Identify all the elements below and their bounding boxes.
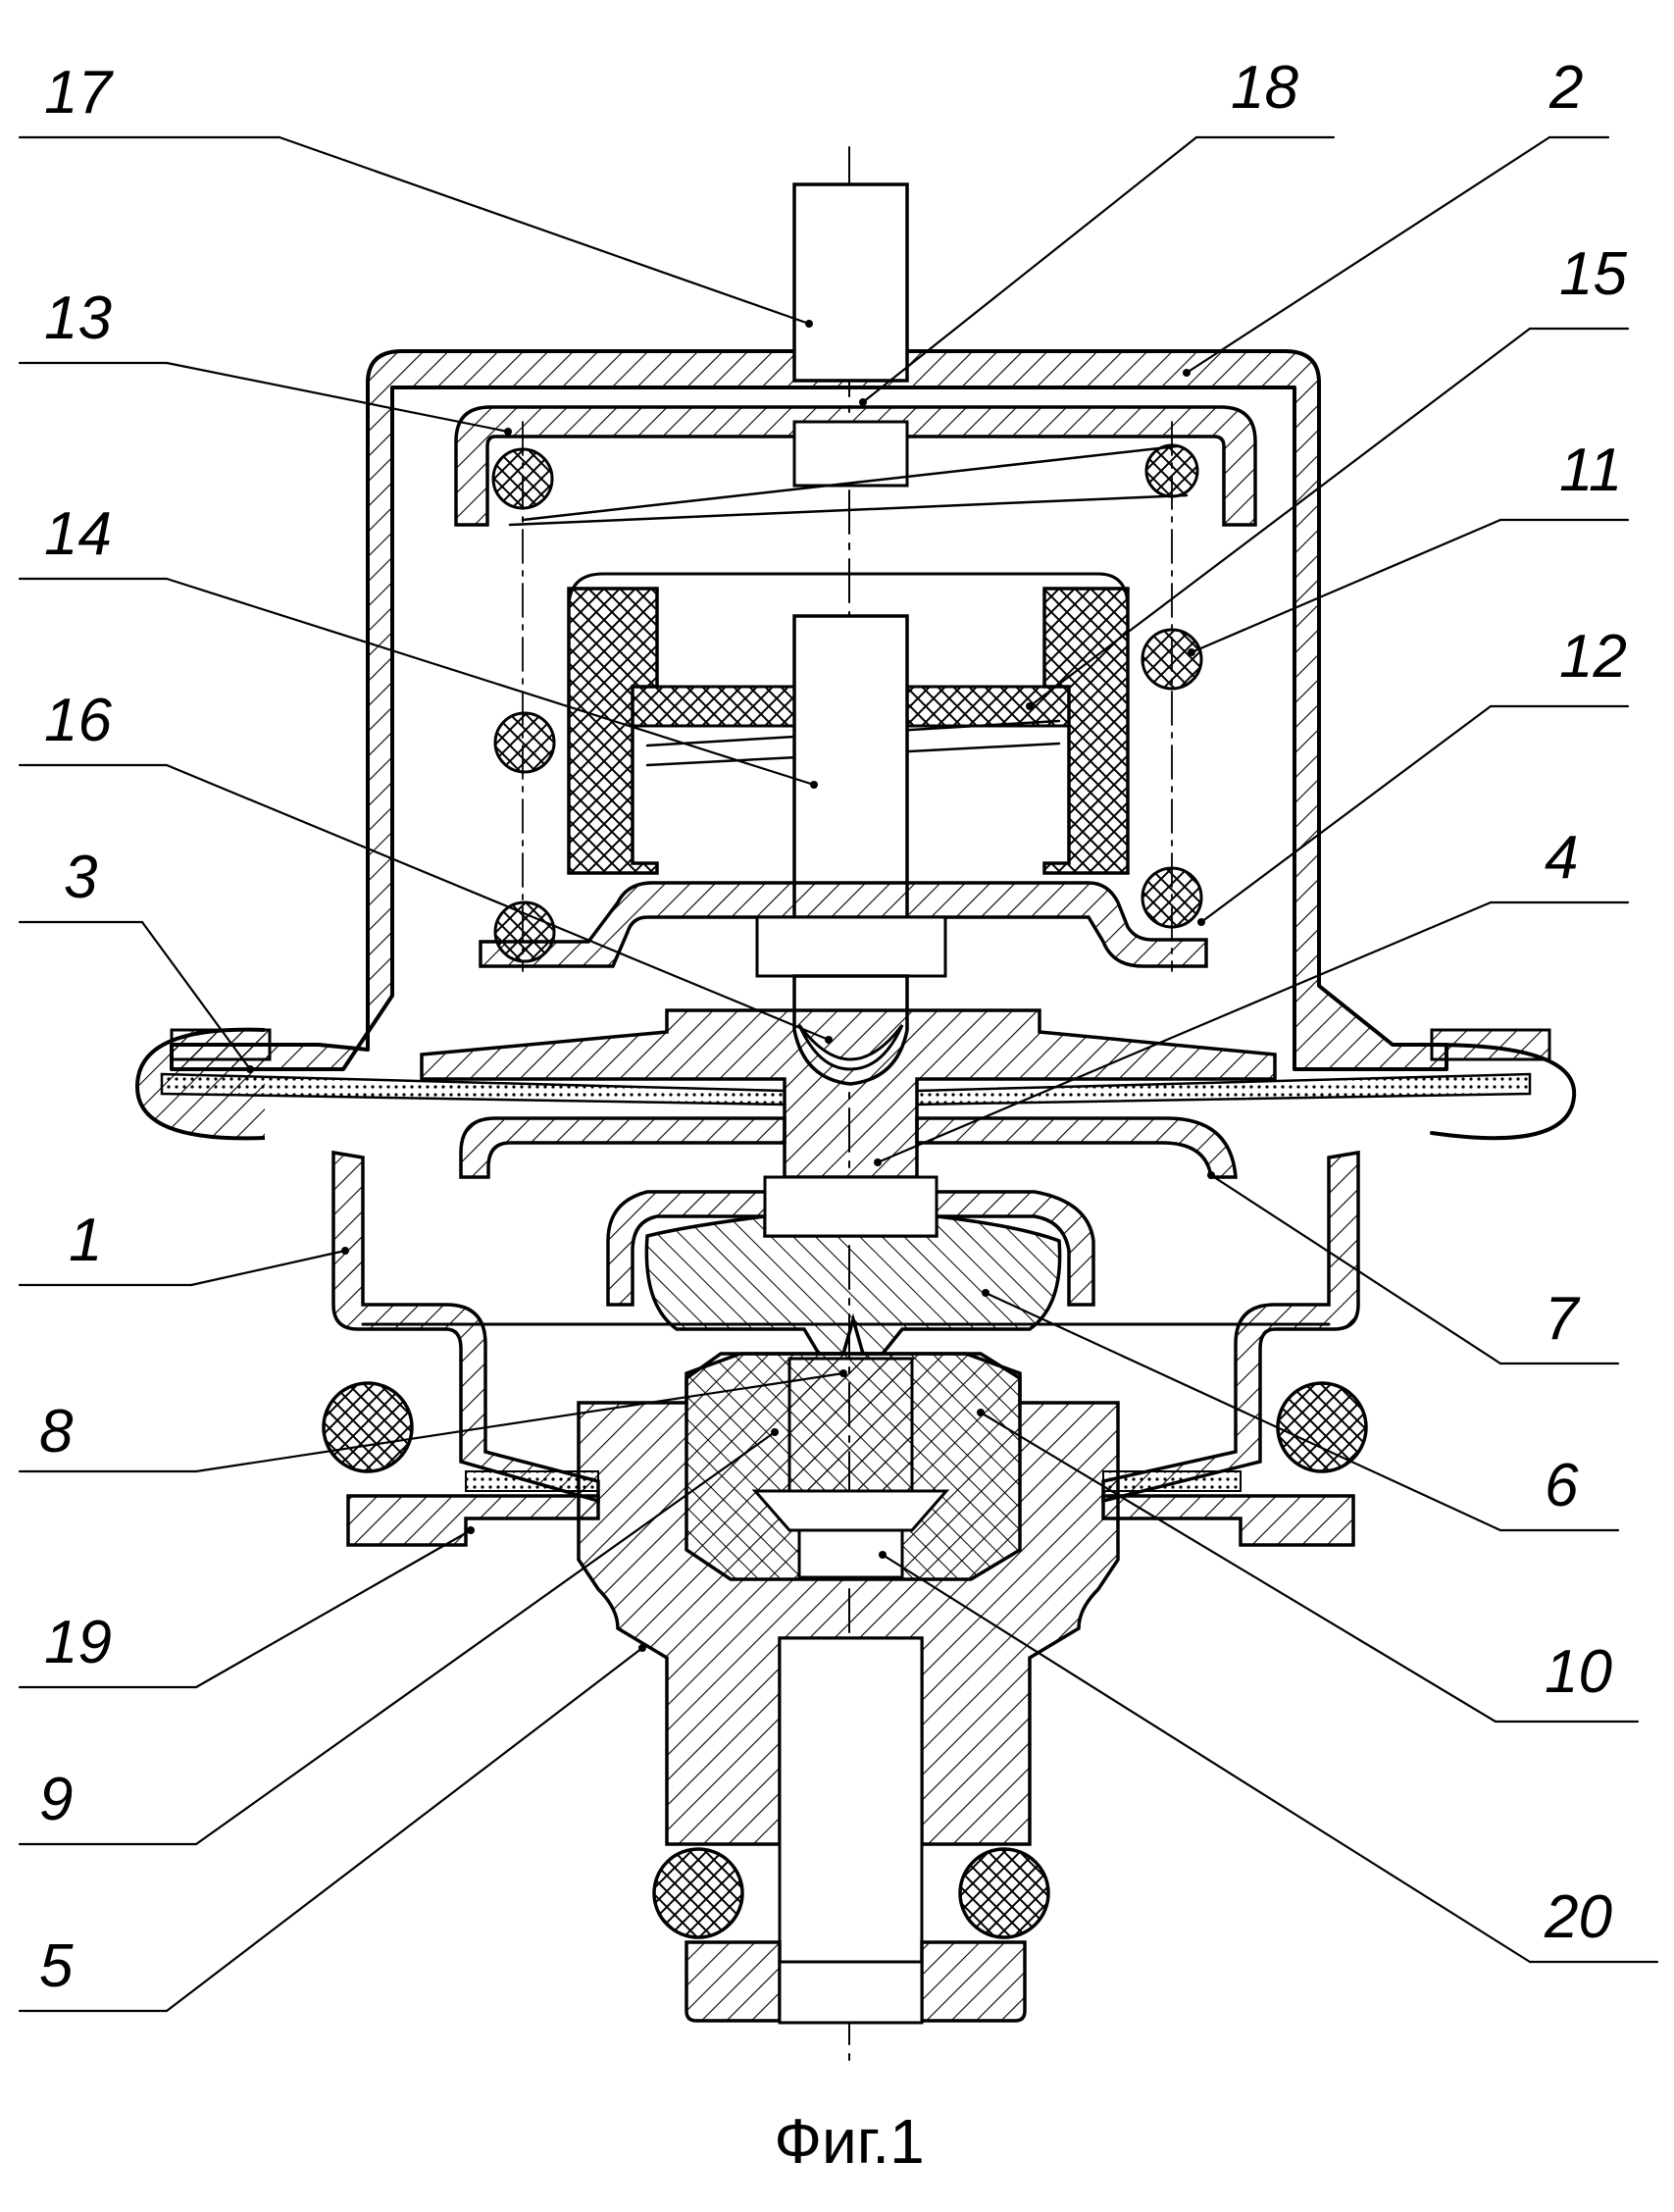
callout-20: 20: [1544, 1883, 1612, 1951]
coil-bobbin-outline: [567, 572, 1130, 610]
top-cap-center-block: [792, 420, 909, 488]
nozzle-outlet-bore: [778, 1636, 924, 1964]
nozzle-collar-right: [920, 1940, 1027, 2023]
callout-13: 13: [44, 284, 112, 352]
nozzle-tip-bore: [778, 1960, 924, 2025]
callout-7: 7: [1545, 1285, 1581, 1353]
figure-caption: Фиг.1: [774, 2106, 924, 2177]
callout-2: 2: [1548, 54, 1583, 122]
callout-8: 8: [39, 1398, 74, 1466]
o-ring-right: [1276, 1381, 1368, 1473]
cover-flange-right-tab: [1430, 1028, 1551, 1061]
base-plate-right: [1101, 1494, 1355, 1547]
callout-9: 9: [39, 1766, 73, 1833]
o-ring-lower-left: [652, 1847, 744, 1939]
leader-dots: [246, 320, 1215, 1652]
callout-17: 17: [44, 59, 114, 127]
nozzle-inner-cone: [751, 1489, 950, 1532]
valve-seat-cavity: [797, 1024, 904, 1071]
base-gasket-right: [1102, 1470, 1242, 1492]
spring-wire-top: [521, 444, 1179, 522]
callout-labels: 17 18 2 13 15 11 14 12 16 3 4 1 7 8 6 19…: [39, 54, 1627, 2000]
spring-wire-top-2: [508, 493, 1189, 527]
callout-6: 6: [1545, 1452, 1579, 1519]
cover-flange-left-tab: [170, 1028, 272, 1061]
coil-bobbin-right: [1042, 587, 1130, 875]
lower-dish-right: [915, 1116, 1238, 1179]
base-plate-left: [346, 1494, 600, 1547]
callout-1: 1: [69, 1207, 102, 1274]
lower-housing-right: [1101, 1150, 1360, 1504]
callout-12: 12: [1559, 623, 1627, 691]
diaphragm-right: [915, 1072, 1532, 1106]
nozzle-outlet-channel: [797, 1528, 904, 1579]
lower-dish: [459, 1116, 786, 1179]
spring-coil-mid-right: [1141, 628, 1203, 691]
nozzle-collar: [685, 1940, 782, 2023]
o-ring-left: [322, 1381, 414, 1473]
spring-coil-top-left: [491, 447, 554, 510]
diaphragm: [160, 1072, 786, 1106]
spring-coil-mid-left: [493, 711, 556, 774]
callout-19: 19: [44, 1609, 112, 1676]
top-spring-cap: [454, 405, 1257, 527]
valve-plunger: [644, 1214, 1062, 1356]
plunger-pocket: [763, 1175, 938, 1238]
callout-14: 14: [44, 500, 112, 568]
lower-housing: [331, 1150, 600, 1504]
callout-10: 10: [1545, 1638, 1612, 1706]
callout-15: 15: [1559, 240, 1627, 308]
callout-3: 3: [64, 844, 97, 911]
armature-collar: [755, 915, 947, 978]
spring-coil-low-right: [1141, 866, 1203, 929]
top-stem: [792, 182, 909, 383]
o-ring-lower-right: [958, 1847, 1050, 1939]
callout-16: 16: [44, 687, 112, 754]
upper-cover: [170, 349, 1448, 1071]
callout-18: 18: [1231, 54, 1298, 122]
callout-11: 11: [1559, 437, 1622, 504]
callout-4: 4: [1545, 824, 1578, 892]
spring-plate: [479, 881, 1208, 968]
valve-seat-plate: [420, 1008, 1277, 1179]
leader-lines: [18, 135, 1659, 2013]
spring-coil-top-right: [1144, 443, 1199, 498]
coil-bobbin-left: [567, 587, 659, 875]
nozzle-inner-bore: [787, 1357, 914, 1498]
callout-5: 5: [39, 1932, 74, 2000]
